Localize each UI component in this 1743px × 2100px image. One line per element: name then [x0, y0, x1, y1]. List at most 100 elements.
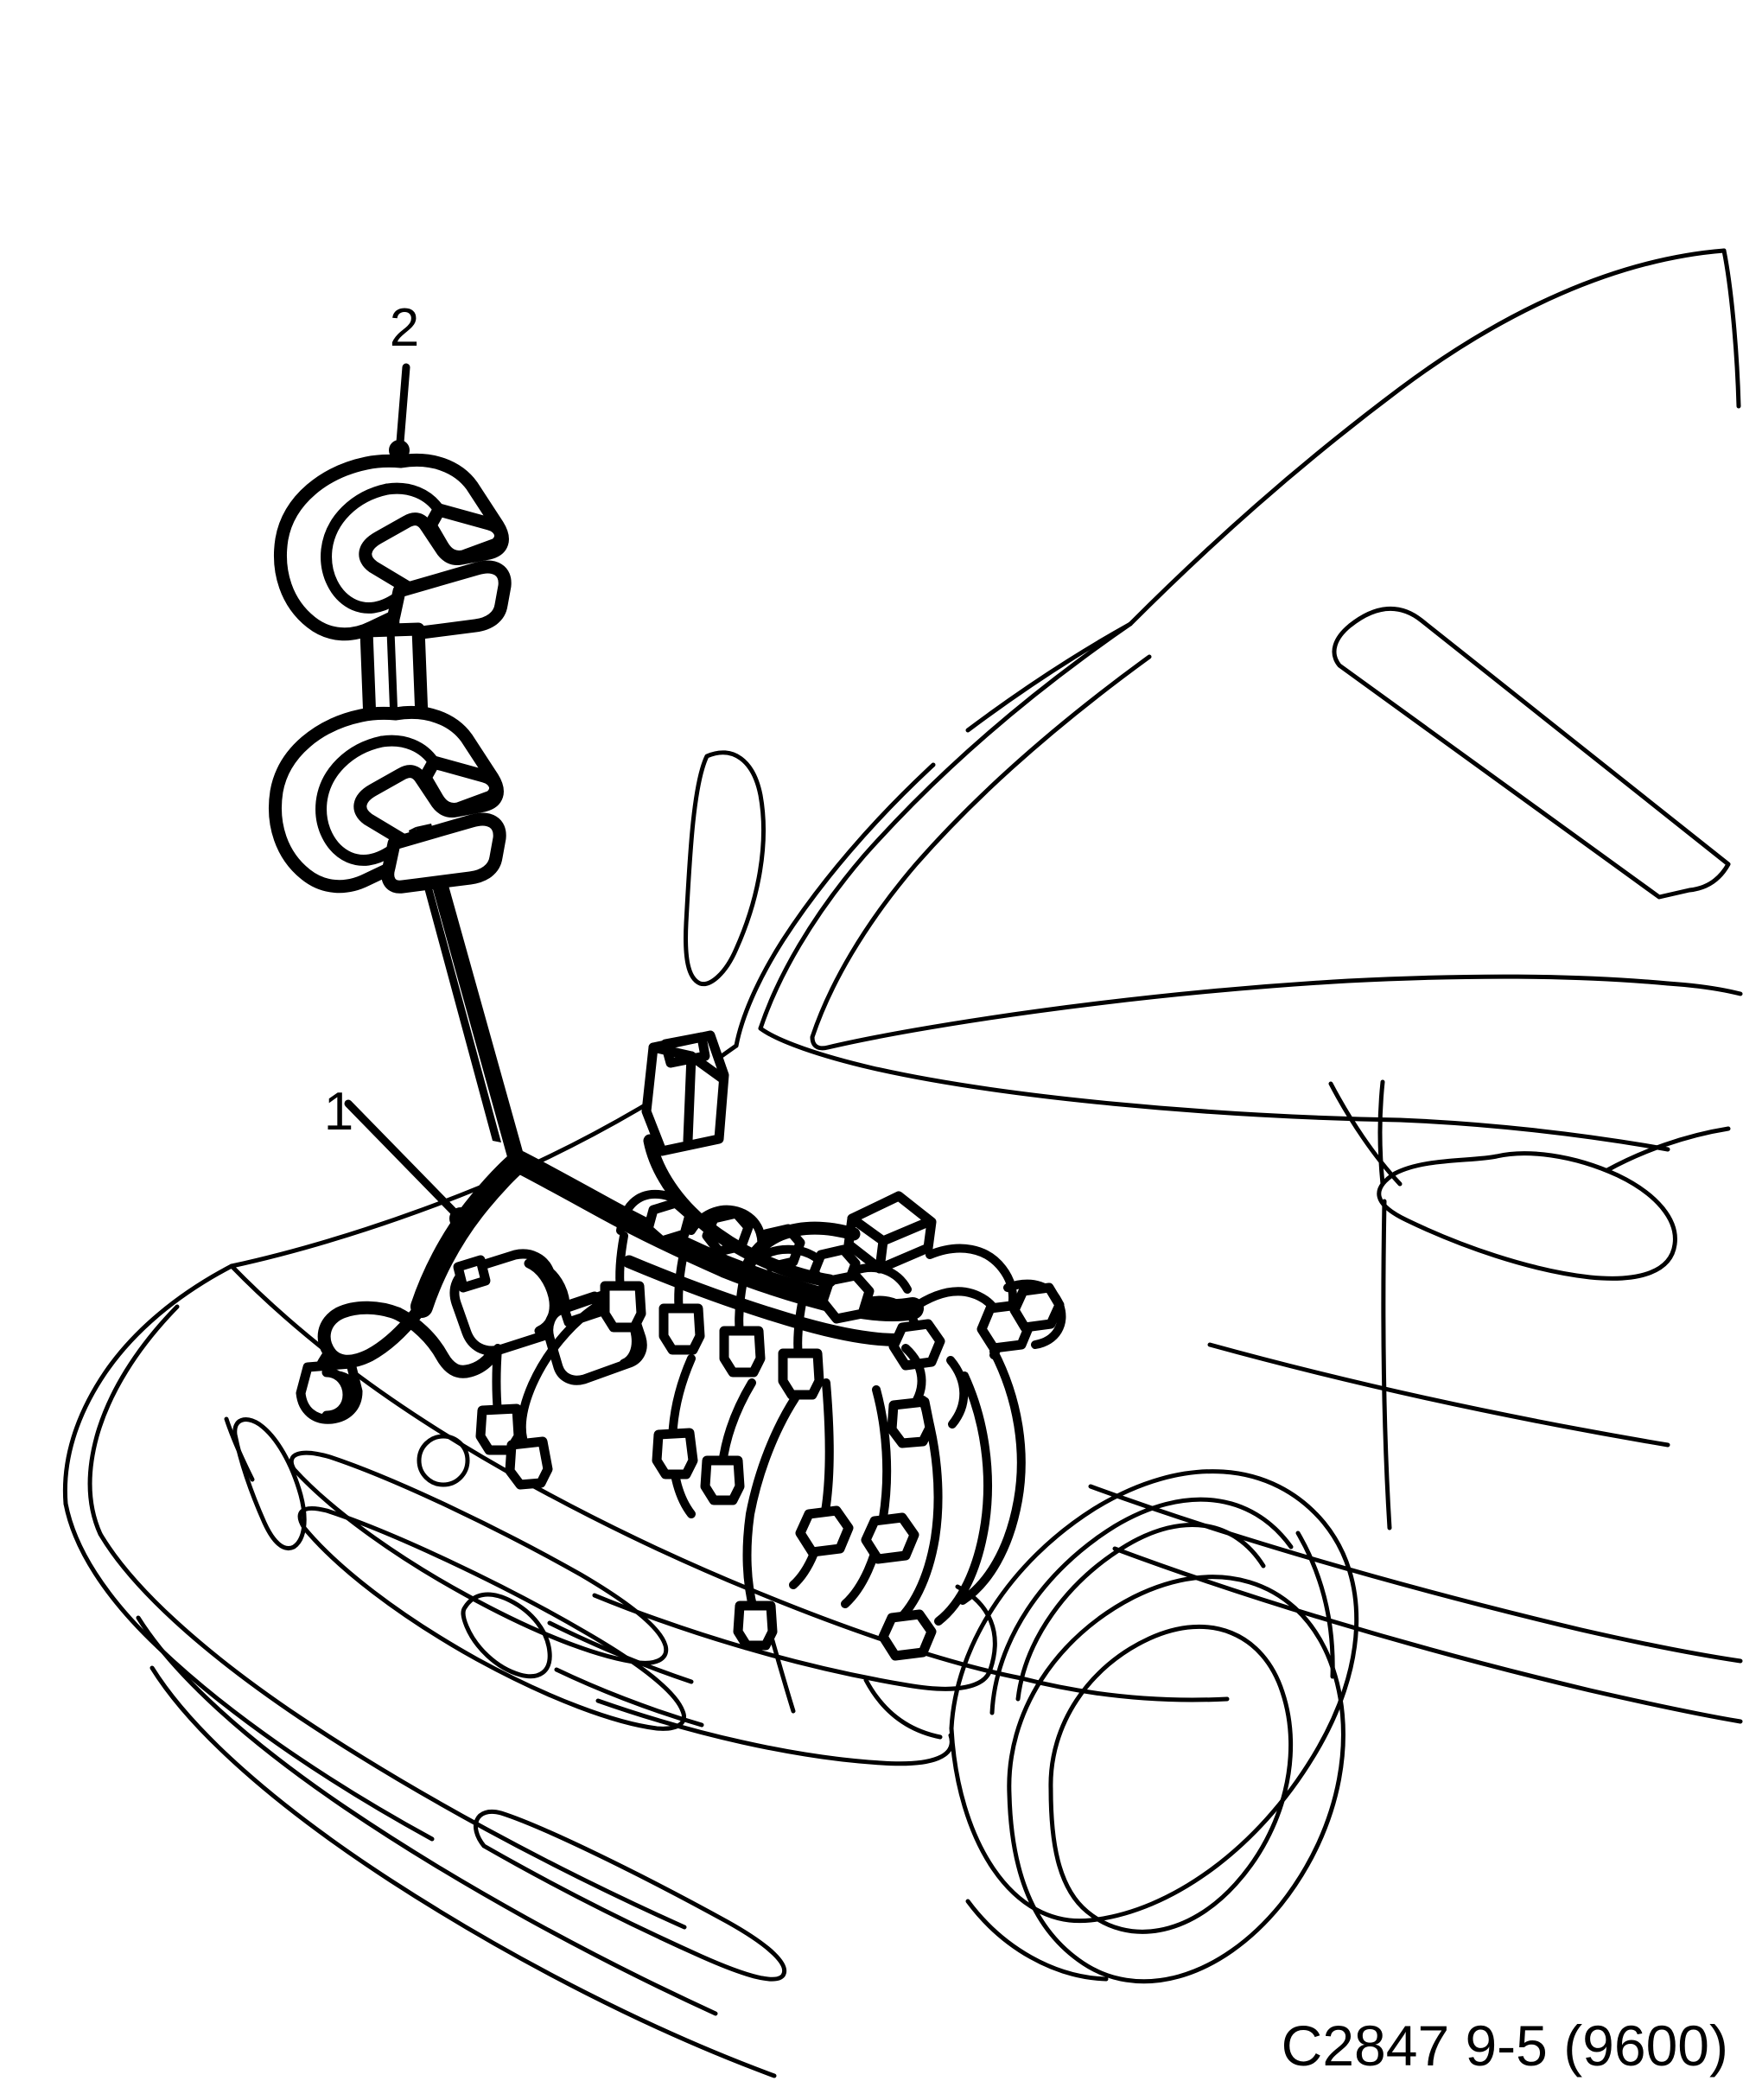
terminal-fan-1 — [700, 1455, 745, 1505]
grille-slat-3 — [297, 1505, 686, 1731]
terminal-c — [719, 1326, 766, 1378]
wheel-arch-liner-2 — [1015, 1522, 1266, 1702]
tire-outer — [1007, 1575, 1345, 1984]
terminal-fan-6 — [652, 1428, 698, 1480]
callout-1-leader — [344, 1099, 461, 1219]
windshield-upper-frame — [758, 621, 1133, 1031]
hood-washer-jet — [417, 1434, 470, 1487]
a-pillar-lower — [1377, 1079, 1385, 1187]
callout-2-dot — [389, 440, 410, 461]
terminal-fan-3 — [795, 1505, 854, 1557]
car-body-group — [62, 248, 1743, 2078]
front-apron-edge — [149, 1665, 777, 2078]
bumper-upper-line — [98, 1531, 687, 1930]
wiper-blade — [684, 750, 766, 987]
grille-slat-2 — [289, 1450, 669, 1665]
headlight-inner-notch — [863, 1677, 943, 1740]
wire-fan-1 — [718, 1378, 756, 1468]
bar-connector-end — [875, 1236, 888, 1274]
terminal-b — [658, 1303, 705, 1355]
clip-upper-tab — [423, 503, 507, 563]
grille-badge-box — [461, 1592, 552, 1679]
beltline-upper — [1665, 981, 1743, 996]
clip-bar-edge — [386, 627, 398, 723]
assembly-arrow-shaft-secondary — [409, 827, 501, 1142]
hood-front-lower — [63, 1501, 435, 1842]
headlight-lower-edge — [595, 1698, 954, 1766]
wire-bar-connector-lead — [738, 1221, 861, 1284]
body-side-upper — [1207, 1342, 1670, 1448]
headlight-upper-edge — [592, 1593, 993, 1691]
sensor-collar — [453, 1255, 491, 1293]
injector-terminals — [600, 1231, 824, 1400]
clip-lower-tab — [418, 755, 502, 816]
hex-connector-6 — [888, 1319, 945, 1371]
sunroof-panel — [1332, 607, 1731, 900]
hex-connector-5 — [817, 1270, 875, 1324]
wire-fan-2 — [742, 1394, 799, 1613]
ecu-box-edge — [683, 1051, 697, 1146]
callout-2-leader — [396, 363, 410, 447]
wire-right-5 — [946, 1356, 969, 1429]
clip-lower-inner — [315, 735, 407, 866]
wire-fan-4 — [841, 1385, 892, 1608]
wire-ecu-lead — [643, 1134, 837, 1288]
clip-upper-inner — [321, 483, 412, 614]
bumper-lower-line — [136, 1615, 718, 2016]
wheel-arch-bottom-trim — [965, 1899, 1109, 1982]
side-mirror — [1377, 1151, 1677, 1281]
windshield-side-trim — [1328, 1081, 1403, 1187]
grille-badge-trim — [547, 1620, 694, 1684]
square-connector-tab — [558, 1291, 605, 1327]
hex-connector-8 — [1009, 1282, 1065, 1333]
fender-upper-sweep — [1397, 1117, 1670, 1152]
ecu-box-tab — [660, 1032, 710, 1068]
ecu-relay-box — [641, 1030, 729, 1156]
bar-connector-body — [843, 1191, 937, 1274]
callout-2-group: 2 — [389, 298, 419, 461]
right-connector-cluster — [817, 1244, 1035, 1448]
bar-connector — [843, 1191, 937, 1274]
terminal-d — [778, 1348, 824, 1400]
wire-left-spur — [517, 1302, 601, 1454]
grille-slat-1 — [232, 1417, 307, 1550]
wire-fan-5 — [889, 1396, 943, 1629]
roof-rear-line — [1721, 248, 1741, 409]
windshield-glass — [810, 654, 1670, 1051]
terminal-left-spur — [505, 1436, 553, 1490]
assembly-arrow — [416, 824, 524, 1163]
wire-fan-3 — [789, 1378, 834, 1589]
lower-wire-fan — [652, 1347, 1026, 1661]
callout-1-group: 1 — [324, 1082, 472, 1230]
wheel-arch-liner-1 — [989, 1497, 1294, 1715]
callout-1-dot — [449, 1207, 472, 1230]
terminal-fan-5 — [878, 1609, 937, 1661]
clip-lower-tab-lower — [381, 812, 506, 894]
wire-sensor-drop — [492, 1344, 502, 1416]
connector-left-cylinder-face — [334, 1371, 361, 1421]
roof-outer-edge — [1128, 248, 1727, 627]
hood-left-edge — [62, 1263, 234, 1506]
terminal-a — [600, 1281, 646, 1333]
callout-2-number: 2 — [390, 298, 419, 358]
roof-front-pillar-edge — [965, 621, 1133, 733]
figure-caption: C2847 9-5 (9600) — [1282, 2014, 1728, 2078]
mirror-arm — [1605, 1126, 1731, 1173]
terminal-fan-2 — [733, 1600, 778, 1651]
terminal-fan-4 — [861, 1512, 919, 1564]
grille-badge-trim-2 — [554, 1667, 704, 1728]
a-pillar-inner — [734, 762, 936, 1048]
harness-secondary-run — [622, 1255, 913, 1346]
harness-mid-curve — [391, 1307, 508, 1378]
rocker-panel-line — [1112, 1546, 1743, 1724]
assembly-arrow-group — [409, 824, 524, 1163]
wiring-harness-group — [296, 1030, 1066, 1661]
door-shut-line — [1381, 1199, 1392, 1530]
wheel-rim — [1048, 1624, 1294, 1934]
lower-air-intake — [474, 1810, 786, 1982]
cowl-line — [758, 1026, 1403, 1123]
retaining-clip-group — [269, 453, 512, 894]
callout-1-number: 1 — [324, 1082, 353, 1142]
